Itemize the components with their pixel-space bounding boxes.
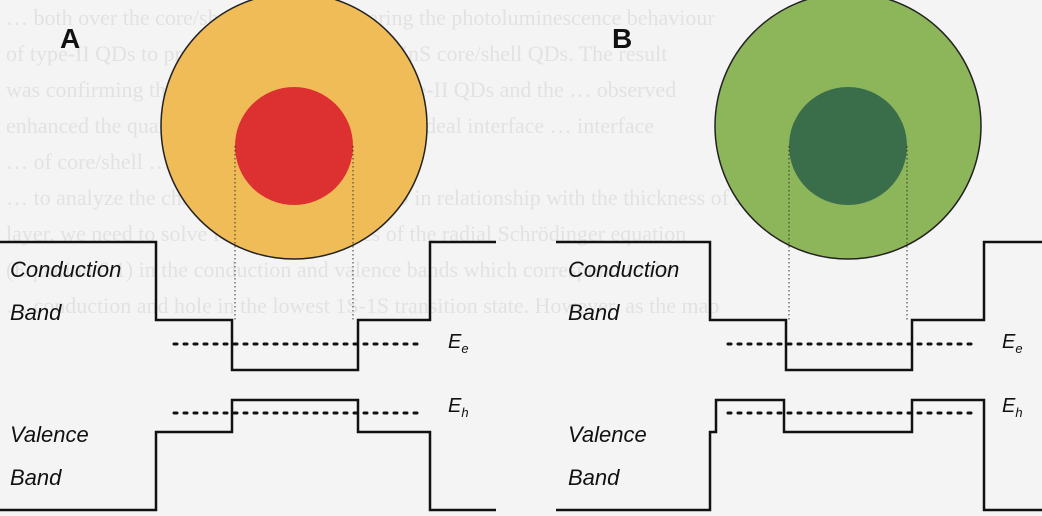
panel-b-valence-band-label: Band	[568, 465, 620, 490]
panel-a-hole-subscript: h	[461, 405, 468, 420]
panel-a-conduction-label: Conduction	[10, 257, 121, 282]
panel-a-electron-subscript: e	[461, 341, 468, 356]
panel-b-valence-label: Valence	[568, 422, 647, 447]
panel-a-core-circle	[235, 87, 353, 205]
panel-b-label: B	[612, 23, 632, 54]
panel-a-hole-energy-label: Eh	[448, 395, 469, 420]
panel-a-label: A	[60, 23, 80, 54]
background-text-line: … conduction and hole in the lowest 1S-1…	[6, 293, 720, 318]
panel-a-electron-symbol: E	[448, 331, 462, 353]
panel-a-hole-symbol: E	[448, 395, 462, 417]
background-text-line: (Equation 6.1) in the conduction and val…	[6, 257, 676, 282]
panel-a-electron-energy-label: Ee	[448, 331, 469, 356]
panel-a-valence-band-label: Band	[10, 465, 62, 490]
panel-a-valence-label: Valence	[10, 422, 89, 447]
panel-b: B Conduction Band Valence Band Ee Eh	[556, 0, 1042, 512]
panel-b-conduction-band-line	[556, 240, 1042, 372]
panel-a-valence-band-line	[0, 398, 496, 512]
panel-b-valence-band-line	[556, 398, 1042, 512]
panel-b-core-circle	[789, 87, 907, 205]
panel-b-conduction-band-label: Band	[568, 300, 620, 325]
panel-b-electron-subscript: e	[1015, 341, 1022, 356]
panel-b-hole-energy-label: Eh	[1002, 395, 1023, 420]
panel-b-hole-subscript: h	[1015, 405, 1022, 420]
panel-a-conduction-band-line	[0, 240, 496, 372]
panel-a: A Conduction Band Valence Band Ee Eh	[0, 0, 496, 512]
panel-a-conduction-band-label: Band	[10, 300, 62, 325]
panel-b-conduction-label: Conduction	[568, 257, 679, 282]
panel-b-electron-energy-label: Ee	[1002, 331, 1023, 356]
panel-b-electron-symbol: E	[1002, 331, 1016, 353]
panel-b-hole-symbol: E	[1002, 395, 1016, 417]
